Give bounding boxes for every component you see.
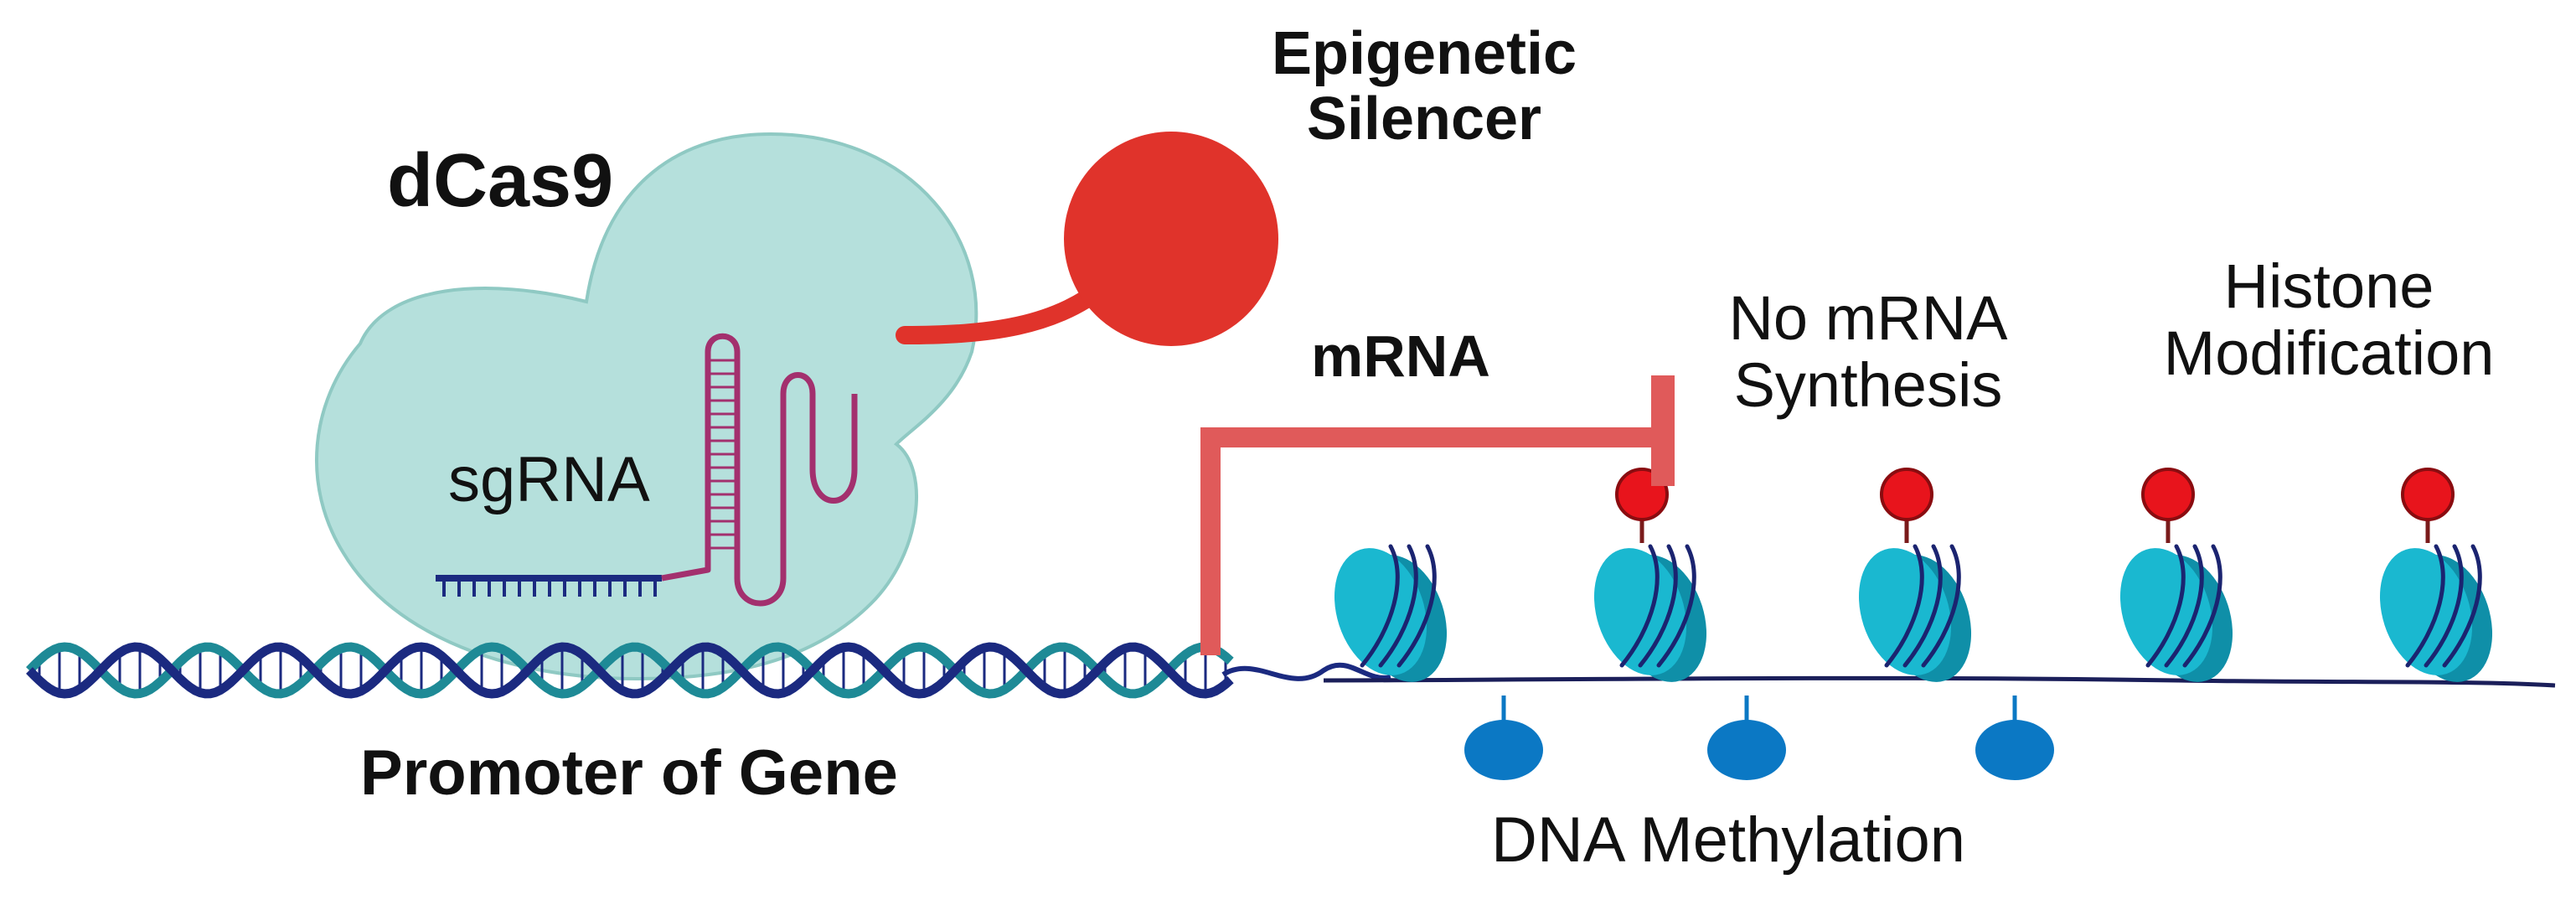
silencer-ball xyxy=(1064,132,1278,346)
nucleosome-icon xyxy=(1858,468,1972,682)
mrna-label: mRNA xyxy=(1311,323,1490,389)
nucleosome-icon xyxy=(1593,468,1707,682)
nucleosome-icon xyxy=(2119,468,2233,682)
histone-label-line1: Histone xyxy=(2223,251,2434,321)
transcription-arrow xyxy=(1200,427,1663,655)
histone-label-line2: Modification xyxy=(2163,318,2495,388)
histone-modification-label: Histone Modification xyxy=(2094,253,2563,387)
sgrna-strand xyxy=(661,333,858,607)
dna-strand-teal xyxy=(26,642,1234,699)
blocked-transcription-arrow xyxy=(1200,375,1675,655)
sgrna-structure xyxy=(436,333,858,607)
silencer-label: Epigenetic Silencer xyxy=(1240,20,1608,153)
sgrna-hairpin-rungs xyxy=(708,359,737,550)
dcas9-label: dCas9 xyxy=(387,139,614,223)
nucleosome-icon xyxy=(1334,544,1448,682)
methyl-group-icon xyxy=(1975,696,2054,780)
linker-dna xyxy=(1323,675,2556,688)
silencer-label-line1: Epigenetic xyxy=(1271,20,1577,87)
no-synthesis-label: No mRNA Synthesis xyxy=(1684,285,2052,419)
histone-mark-icon xyxy=(1880,468,1933,543)
histone-mark-icon xyxy=(2401,468,2455,543)
dna-strand-dark xyxy=(26,642,1234,699)
dna-double-helix xyxy=(26,642,1391,699)
promoter-label: Promoter of Gene xyxy=(360,737,898,809)
no-synthesis-label-line1: No mRNA xyxy=(1728,283,2008,353)
silencer-label-line2: Silencer xyxy=(1306,85,1542,153)
chromatin-region xyxy=(1323,468,2556,780)
histone-mark-icon xyxy=(2141,468,2195,543)
no-synthesis-label-line2: Synthesis xyxy=(1733,349,2003,420)
dna-unwinding-strand xyxy=(1221,662,1391,681)
nucleosome-icon xyxy=(2379,468,2493,682)
sgrna-base-pairs xyxy=(442,578,657,597)
methyl-group-icon xyxy=(1707,696,1786,780)
methyl-group-icon xyxy=(1464,696,1543,780)
dcas9-protein xyxy=(315,132,978,681)
epigenetic-silencer xyxy=(896,132,1278,346)
dna-methylation-label: DNA Methylation xyxy=(1491,804,1966,876)
sgrna-label: sgRNA xyxy=(448,444,650,515)
